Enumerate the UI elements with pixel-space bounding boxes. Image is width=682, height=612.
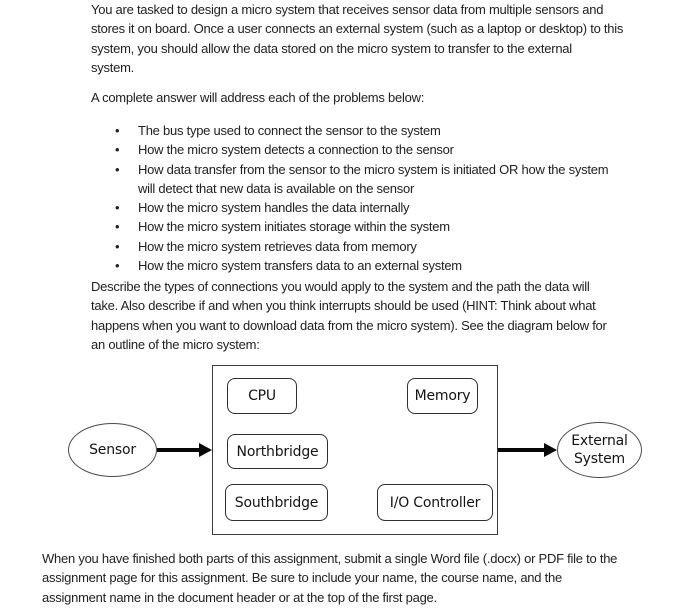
intro-paragraph: You are tasked to design a micro system …	[91, 2, 624, 75]
bullet-item-handles-data: • How the micro system handles the data …	[115, 198, 671, 217]
arrow-shaft	[498, 448, 544, 452]
northbridge-node: Northbridge	[227, 434, 328, 469]
bullet-text: The bus type used to connect the sensor …	[138, 123, 441, 138]
bullet-item-detect-connection: • How the micro system detects a connect…	[115, 140, 671, 159]
bullet-marker: •	[115, 142, 120, 158]
bullet-item-initiates-storage: • How the micro system initiates storage…	[115, 217, 671, 236]
bullet-marker: •	[115, 123, 120, 138]
sensor-node: Sensor	[68, 423, 157, 477]
closing-paragraph: When you have finished both parts of thi…	[42, 551, 618, 605]
system-to-external-arrow	[498, 443, 557, 457]
bullet-item-transfers-external: • How the micro system transfers data to…	[115, 256, 671, 275]
bullet-item-retrieves-data: • How the micro system retrieves data fr…	[115, 237, 671, 256]
arrow-head-icon	[199, 443, 212, 457]
bullet-text: How the micro system handles the data in…	[138, 200, 410, 216]
bullet-text: How the micro system retrieves data from…	[138, 238, 417, 254]
arrow-shaft	[157, 448, 199, 452]
bullet-item-data-transfer: • How data transfer from the sensor to t…	[115, 160, 671, 199]
bullet-marker: •	[115, 258, 120, 274]
bullet-marker: •	[115, 219, 120, 235]
bullet-text: How the micro system transfers data to a…	[138, 258, 462, 274]
io-controller-node: I/O Controller	[377, 484, 493, 521]
memory-node: Memory	[407, 378, 478, 414]
bullet-marker: •	[115, 200, 120, 216]
bullet-text: How data transfer from the sensor to the…	[138, 161, 609, 196]
bullet-item-bus-type: • The bus type used to connect the senso…	[115, 121, 671, 140]
southbridge-node: Southbridge	[225, 484, 328, 521]
requirements-bullet-list: • The bus type used to connect the senso…	[115, 121, 671, 275]
arrow-head-icon	[544, 443, 557, 457]
bullet-text: How the micro system detects a connectio…	[138, 142, 454, 158]
external-system-node: External System	[557, 422, 642, 478]
cpu-node: CPU	[227, 378, 297, 414]
describe-paragraph: Describe the types of connections you wo…	[91, 279, 607, 352]
sensor-to-system-arrow	[157, 443, 212, 457]
lead-in-paragraph: A complete answer will address each of t…	[91, 90, 425, 105]
bullet-marker: •	[115, 238, 120, 254]
bullet-marker: •	[115, 161, 120, 177]
bullet-text: How the micro system initiates storage w…	[138, 219, 450, 235]
